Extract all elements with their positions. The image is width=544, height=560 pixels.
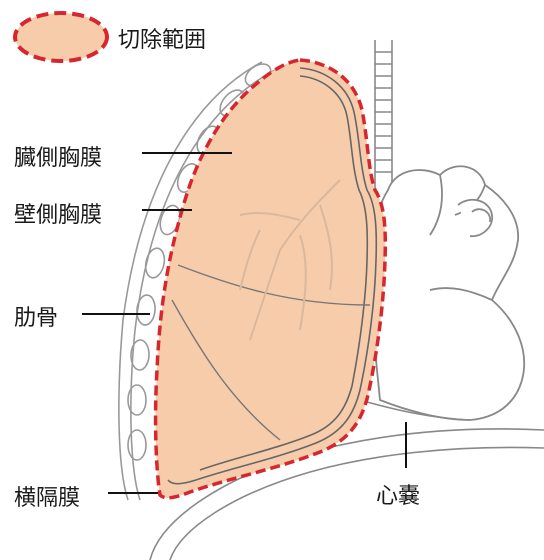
- bronchi: [239, 179, 341, 341]
- trachea: [374, 40, 393, 190]
- legend-swatch: [13, 11, 109, 63]
- label-diaphragm: 横隔膜: [14, 486, 81, 511]
- label-rib: 肋骨: [14, 306, 59, 331]
- heart: [368, 165, 526, 421]
- legend-label: 切除範囲: [118, 28, 207, 53]
- label-parietal-pleura: 壁側胸膜: [14, 203, 103, 228]
- label-visceral-pleura: 臓側胸膜: [14, 146, 103, 171]
- leader-lines: [82, 152, 407, 494]
- label-pericardium: 心嚢: [376, 484, 421, 509]
- rib-chain: [118, 61, 276, 501]
- lobe-fissures: [171, 264, 371, 441]
- pleura-lines: [167, 67, 378, 485]
